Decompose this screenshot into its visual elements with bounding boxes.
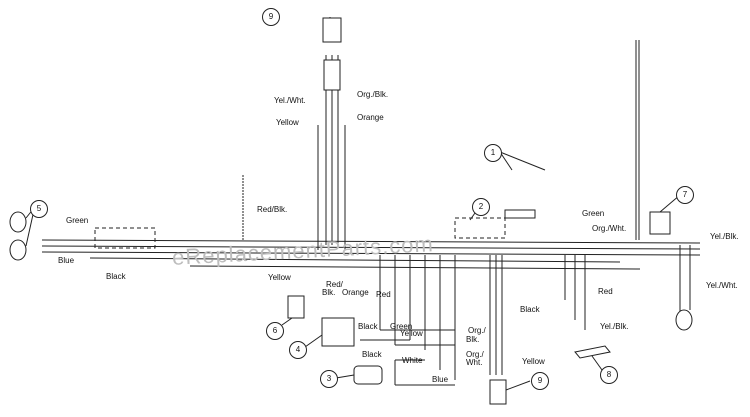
label-black-lower: Black: [362, 350, 382, 359]
solenoid-4: [321, 317, 355, 347]
label-org-wht-lower-2: Wht.: [466, 358, 483, 367]
label-yellow-lower: Yellow: [522, 357, 545, 366]
plate-1: [504, 209, 536, 219]
callout-4: 4: [289, 341, 307, 359]
callout-6: 6: [266, 322, 284, 340]
callout-5: 5: [30, 200, 48, 218]
switch-6: [287, 295, 305, 319]
label-red-blk-mid: Red/Blk.: [257, 205, 288, 214]
label-green-right: Green: [582, 209, 605, 218]
label-org-wht-right: Org./Wht.: [592, 224, 627, 233]
label-blue-lower: Blue: [432, 375, 449, 384]
label-org-blk-top: Org./Blk.: [357, 90, 389, 99]
label-orange-mid: Orange: [342, 288, 369, 297]
lower-branches: [360, 245, 691, 386]
label-yellow-mid2: Yellow: [400, 329, 423, 338]
label-black-mid: Black: [358, 322, 378, 331]
label-blk-small: Blk.: [322, 288, 336, 297]
label-org-blk-lower-2: Blk.: [466, 335, 480, 344]
label-green-mid: Green: [390, 322, 413, 331]
label-yellow-mid: Yellow: [268, 273, 291, 282]
bulb-left: [9, 211, 27, 261]
label-yel-blk-right2: Yel./Blk.: [600, 322, 629, 331]
connector-bottom: [489, 379, 507, 405]
label-white-lower: White: [402, 356, 423, 365]
ignition-7: [649, 211, 671, 235]
label-yellow-top: Yellow: [276, 118, 299, 127]
label-yel-wht-top: Yel./Wht.: [274, 96, 306, 105]
callout-3: 3: [320, 370, 338, 388]
connector-top: [322, 17, 342, 91]
label-black-right: Black: [520, 305, 540, 314]
callout-2: 2: [472, 198, 490, 216]
main-harness: [41, 239, 701, 270]
label-black-left: Black: [106, 272, 126, 281]
right-plug: [675, 309, 693, 331]
label-org-blk-lower-1: Org./: [468, 326, 486, 335]
label-yel-blk-right: Yel./Blk.: [710, 232, 739, 241]
label-red-small: Red/: [326, 280, 343, 289]
label-red-right: Red: [598, 287, 613, 296]
callout-9-bottom: 9: [531, 372, 549, 390]
harness-group-box: [454, 217, 506, 239]
callout-8: 8: [600, 366, 618, 384]
label-red-mid: Red: [376, 290, 391, 299]
label-blue-left: Blue: [58, 256, 75, 265]
callout-1: 1: [484, 144, 502, 162]
label-orange-top: Orange: [357, 113, 384, 122]
switch-3: [353, 365, 383, 385]
label-yel-wht-right: Yel./Wht.: [706, 281, 738, 290]
callout-7: 7: [676, 186, 694, 204]
label-org-wht-lower-1: Org./: [466, 350, 484, 359]
clip-8: [574, 345, 611, 359]
label-green-left: Green: [66, 216, 89, 225]
callout-9-top: 9: [262, 8, 280, 26]
